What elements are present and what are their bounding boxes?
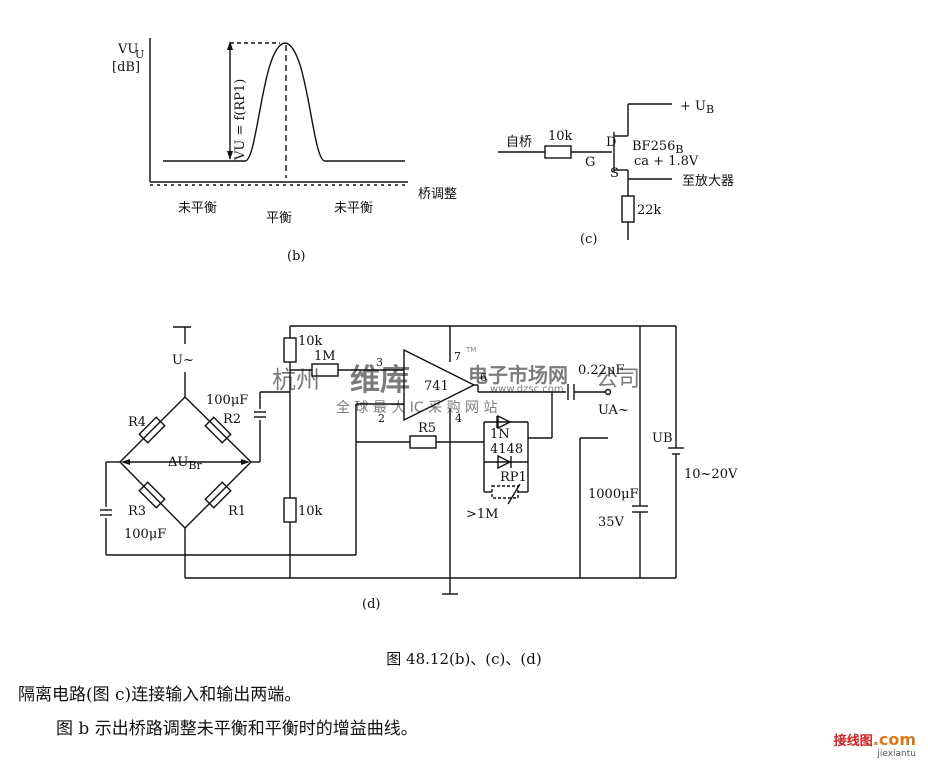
y-axis-unit: [dB]: [112, 60, 140, 75]
dimension-arrow-top: [227, 41, 233, 50]
site-logo: 接线图.com jiexiantu: [834, 730, 916, 759]
paragraph-2: 图 b 示出桥路调整未平衡和平衡时的增益曲线。: [56, 719, 418, 739]
logo-sub: jiexiantu: [877, 749, 916, 759]
gate-resistor: [544, 145, 572, 159]
figure-b-tag: (b): [287, 249, 305, 264]
watermark-url: www.dzsc.com: [490, 384, 564, 395]
source-voltage-label: ca + 1.8V: [634, 154, 699, 169]
resistor-r1: [204, 481, 232, 509]
r-input-label: 1M: [314, 349, 336, 364]
resistor-r2: [204, 416, 232, 444]
watermark-market: 电子市场网: [468, 363, 568, 387]
gate-resistor-label: 10k: [548, 129, 573, 144]
r-top-label: 10k: [298, 334, 323, 349]
watermark: 杭州 维库 电子市场网 公司 全 球 最 大 IC 采 购 网 站 www.dz…: [272, 346, 640, 416]
input-label: 自桥: [506, 135, 532, 150]
pin-2-label: 2: [378, 412, 385, 425]
diode-2: [497, 454, 512, 470]
delta-arrow-right: [241, 459, 250, 465]
output-terminal: [604, 388, 612, 396]
potentiometer-rp1: [491, 485, 519, 499]
watermark-brand: 维库: [350, 363, 410, 398]
bridge-r4-arm: [119, 396, 186, 463]
output-label: 至放大器: [682, 174, 734, 189]
diode-part-label: 4148: [490, 442, 523, 457]
gain-curve: [163, 42, 405, 162]
pin-3-label: 3: [376, 356, 383, 369]
pin-7-label: 7: [454, 350, 461, 363]
gate-label: G: [585, 155, 595, 170]
logo-name: 接线图: [833, 734, 873, 749]
r5-label: R5: [418, 421, 436, 436]
x-axis-label: 桥调整: [418, 187, 457, 202]
r-bottom-label: 10k: [298, 504, 323, 519]
curve-label: VU = f(RP1): [233, 79, 248, 161]
bridge-r1-arm: [184, 461, 252, 529]
paragraph-1: 隔离电路(图 c)连接输入和输出两端。: [18, 685, 302, 705]
resistor-r3: [138, 481, 166, 509]
r4-label: R4: [128, 415, 146, 430]
rp1-note: >1M: [466, 507, 498, 522]
watermark-suffix: 公司: [596, 367, 640, 392]
pin-4-label: 4: [455, 412, 462, 425]
figure-d: U~ ΔUBr R4 R2 R1 R3 100μF 1: [100, 325, 738, 612]
watermark-tm: TM: [465, 346, 476, 354]
figure-c-tag: (c): [580, 232, 597, 247]
y-axis-label: VU: [117, 42, 138, 57]
source-resistor-label: 22k: [637, 203, 662, 218]
figure-c: 自桥 10k D G S BF256B ca + 1.8V + UB 至放大器 …: [498, 99, 734, 247]
watermark-left-text: 杭州: [272, 366, 320, 394]
rp1-label: RP1: [500, 470, 527, 485]
output-label: UA~: [598, 403, 629, 418]
transistor-label: BF256B: [632, 139, 683, 156]
ac-input-label: U~: [172, 353, 194, 368]
dimension-arrow-bottom: [227, 151, 233, 160]
resistor-r4: [138, 416, 166, 444]
figure-b: VU U [dB] VU = f(RP1) 桥调整 未平衡 平衡 未平衡 (b): [112, 38, 457, 264]
supply-label: UB: [652, 431, 673, 446]
big-cap-label: 1000μF: [588, 487, 639, 502]
cap-top-label: 100μF: [206, 393, 248, 408]
bridge-r3-arm: [119, 461, 186, 529]
region-left-label: 未平衡: [178, 201, 217, 216]
y-axis-sub: U: [135, 48, 144, 61]
drain-label: D: [606, 135, 616, 150]
cap-bottom-label: 100μF: [124, 527, 166, 542]
resistor-r5: [409, 435, 437, 449]
supply-label: + UB: [680, 99, 714, 116]
diode-label: 1N: [490, 427, 510, 442]
figure-caption: 图 48.12(b)、(c)、(d): [386, 650, 542, 668]
opamp-label: 741: [424, 379, 449, 394]
big-cap-voltage-label: 35V: [598, 515, 625, 530]
bridge-r2-arm: [184, 396, 252, 463]
region-center-label: 平衡: [266, 211, 292, 226]
delta-arrow-left: [121, 459, 130, 465]
r1-label: R1: [228, 504, 246, 519]
region-right-label: 未平衡: [334, 201, 373, 216]
pin-6-label: 6: [480, 371, 487, 384]
figure-d-tag: (d): [362, 597, 380, 612]
resistor-10k-top: [283, 337, 297, 363]
source-resistor: [621, 195, 635, 223]
rp1-wiper: [507, 483, 521, 505]
source-label: S: [610, 166, 619, 181]
watermark-slogan: 全 球 最 大 IC 采 购 网 站: [336, 399, 498, 416]
resistor-10k-bottom: [283, 497, 297, 523]
delta-label: ΔUBr: [168, 455, 202, 472]
opamp-741: [403, 348, 476, 422]
out-cap-label: 0.22μF: [578, 363, 624, 378]
r3-label: R3: [128, 504, 146, 519]
diode-1: [497, 414, 512, 430]
logo-domain: .com: [872, 730, 916, 749]
r2-label: R2: [223, 412, 241, 427]
supply-range-label: 10~20V: [684, 467, 738, 482]
